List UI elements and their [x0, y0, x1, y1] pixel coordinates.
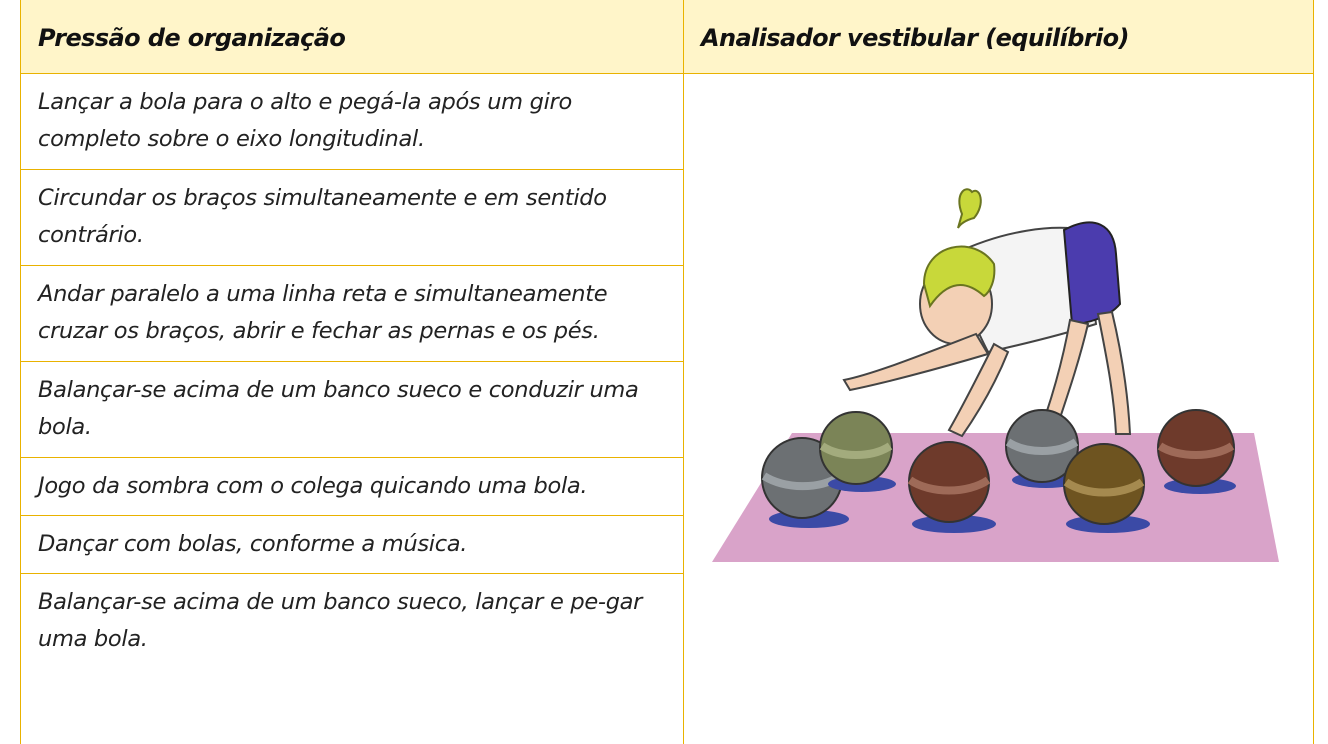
ball-ochre [1063, 443, 1145, 525]
table-row: Balançar-se acima de um banco sueco, lan… [21, 574, 683, 744]
ball-gray [1005, 409, 1079, 483]
header-label: Analisador vestibular (equilíbrio) [701, 24, 1130, 52]
illustration-column [684, 74, 1314, 744]
exercise-text: Andar paralelo a uma linha reta e simult… [38, 281, 608, 344]
exercise-text: Jogo da sombra com o colega quicando uma… [38, 473, 588, 499]
header-cell-organization-pressure: Pressão de organização [20, 0, 684, 74]
balance-exercise-illustration [712, 188, 1279, 562]
balls [761, 409, 1236, 533]
table-row: Lançar a bola para o alto e pegá-la após… [21, 74, 683, 170]
child-figure [842, 188, 1132, 438]
exercise-text: Dançar com bolas, conforme a música. [38, 531, 468, 557]
exercise-text: Lançar a bola para o alto e pegá-la após… [38, 89, 572, 152]
table-row: Balançar-se acima de um banco sueco e co… [21, 362, 683, 458]
table-row: Jogo da sombra com o colega quicando uma… [21, 458, 683, 516]
header-cell-vestibular-analyzer: Analisador vestibular (equilíbrio) [684, 0, 1314, 74]
header-label: Pressão de organização [38, 24, 346, 52]
ball-brown [1157, 409, 1235, 487]
exercise-text: Circundar os braços simultaneamente e em… [38, 185, 607, 248]
exercise-text: Balançar-se acima de um banco sueco, lan… [38, 589, 643, 652]
table-row: Dançar com bolas, conforme a música. [21, 516, 683, 574]
exercise-list-column: Lançar a bola para o alto e pegá-la após… [20, 74, 684, 744]
table-row: Andar paralelo a uma linha reta e simult… [21, 266, 683, 362]
table-row: Circundar os braços simultaneamente e em… [21, 170, 683, 266]
exercise-text: Balançar-se acima de um banco sueco e co… [38, 377, 639, 440]
ball-olive [819, 411, 893, 485]
